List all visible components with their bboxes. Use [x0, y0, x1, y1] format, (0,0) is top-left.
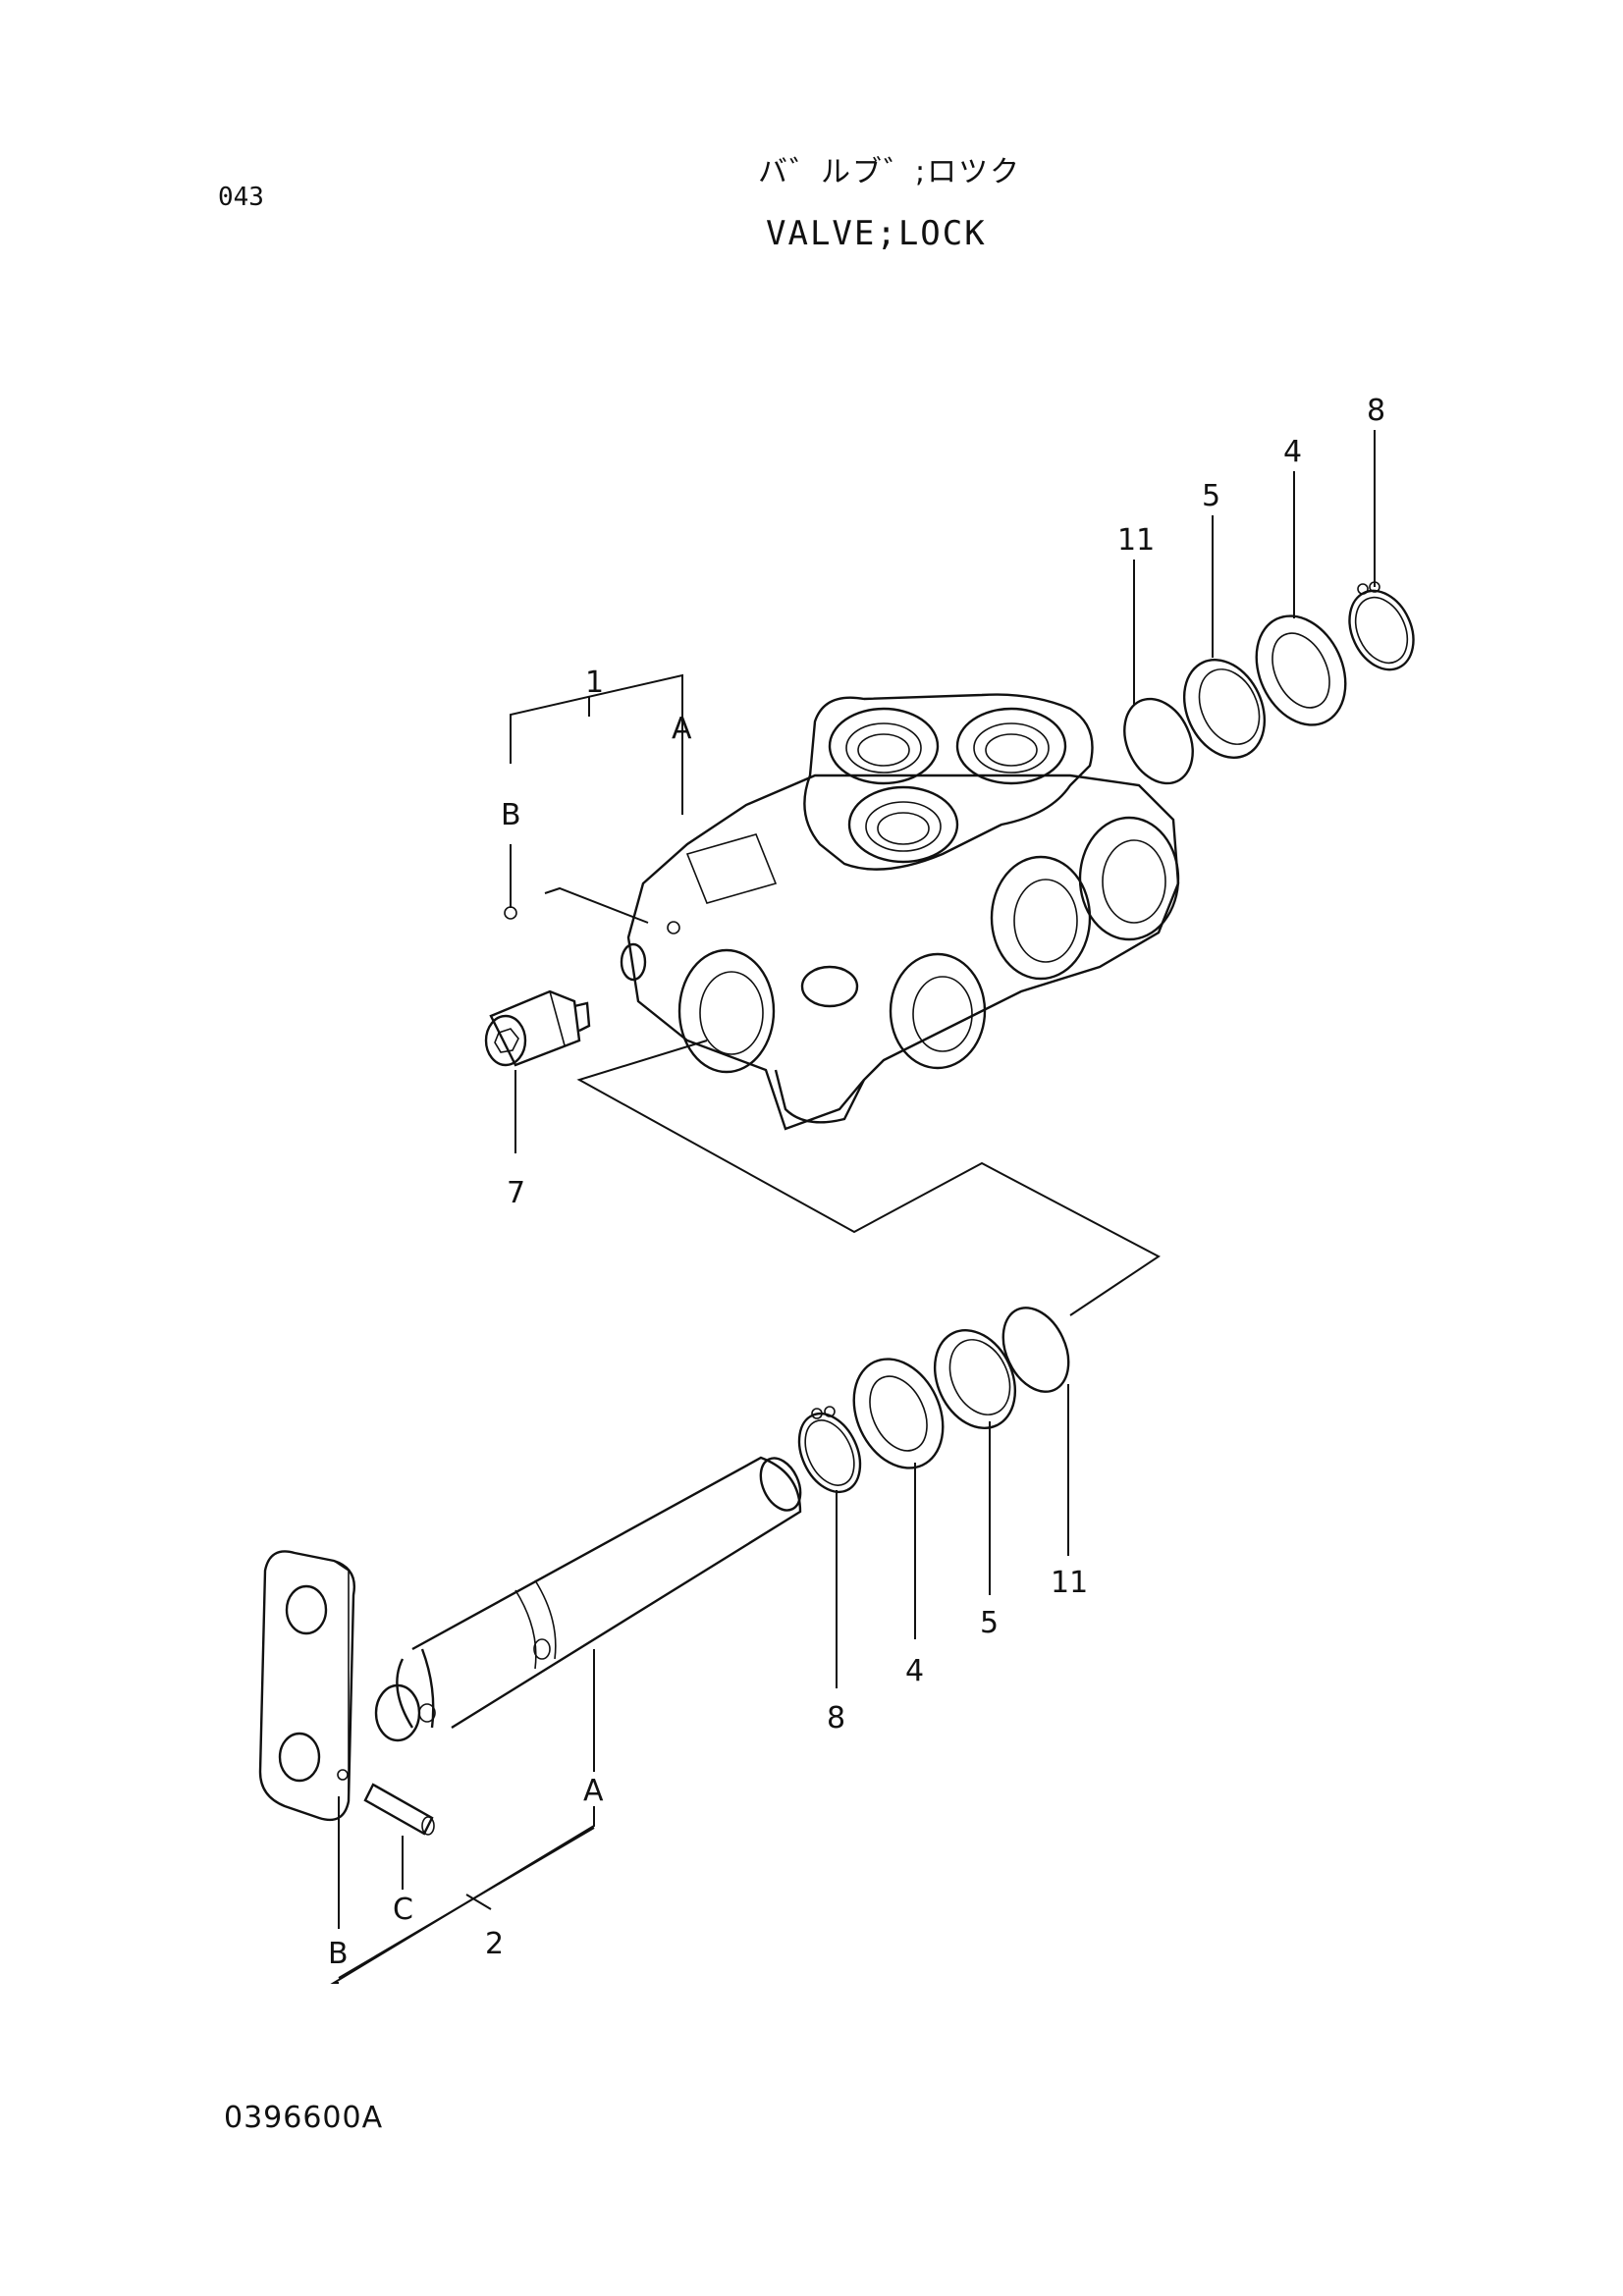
callout-group-2: 2 — [485, 1927, 504, 1961]
callout-upper-5: 5 — [1202, 479, 1220, 513]
drawing-number: 0396600A — [224, 2101, 384, 2135]
page-number: 043 — [218, 183, 264, 212]
washer-4-lower — [852, 1358, 945, 1469]
backup-ring-5-upper — [1182, 659, 1267, 759]
callout-lower-4: 4 — [905, 1654, 924, 1688]
title-english: VALVE;LOCK — [766, 214, 987, 253]
callout-lower-8: 8 — [827, 1701, 845, 1735]
title-japanese: バ゛ルブ゛;ロツク — [758, 155, 1022, 189]
callout-ref-A-lower: A — [583, 1774, 604, 1808]
plug-7 — [484, 989, 591, 1067]
callout-group-1: 1 — [585, 666, 604, 700]
leader-lines — [330, 430, 1376, 1984]
snap-ring-8-lower — [797, 1406, 862, 1494]
callout-labels: 8 4 5 11 1 A B 7 11 5 4 8 A C B 2 — [328, 394, 1385, 1971]
washer-4-upper — [1255, 614, 1347, 726]
callout-ref-B-upper: B — [501, 798, 521, 832]
callout-upper-4: 4 — [1283, 435, 1302, 469]
o-ring-11-upper — [1123, 697, 1194, 785]
callout-lower-5: 5 — [980, 1606, 999, 1640]
callout-upper-8: 8 — [1367, 394, 1385, 428]
lever-plate — [258, 1550, 355, 1822]
callout-ref-A-upper: A — [672, 712, 692, 746]
valve-body — [620, 693, 1180, 1131]
shaft — [374, 1456, 802, 1742]
callout-plug-7: 7 — [507, 1176, 525, 1210]
pin — [363, 1783, 435, 1836]
callout-ref-C: C — [393, 1893, 413, 1927]
callout-upper-11: 11 — [1117, 523, 1155, 558]
callout-ref-B-lower: B — [328, 1937, 349, 1971]
backup-ring-5-lower — [933, 1329, 1017, 1429]
callout-lower-11: 11 — [1051, 1566, 1088, 1600]
snap-ring-8-upper — [1348, 581, 1415, 671]
